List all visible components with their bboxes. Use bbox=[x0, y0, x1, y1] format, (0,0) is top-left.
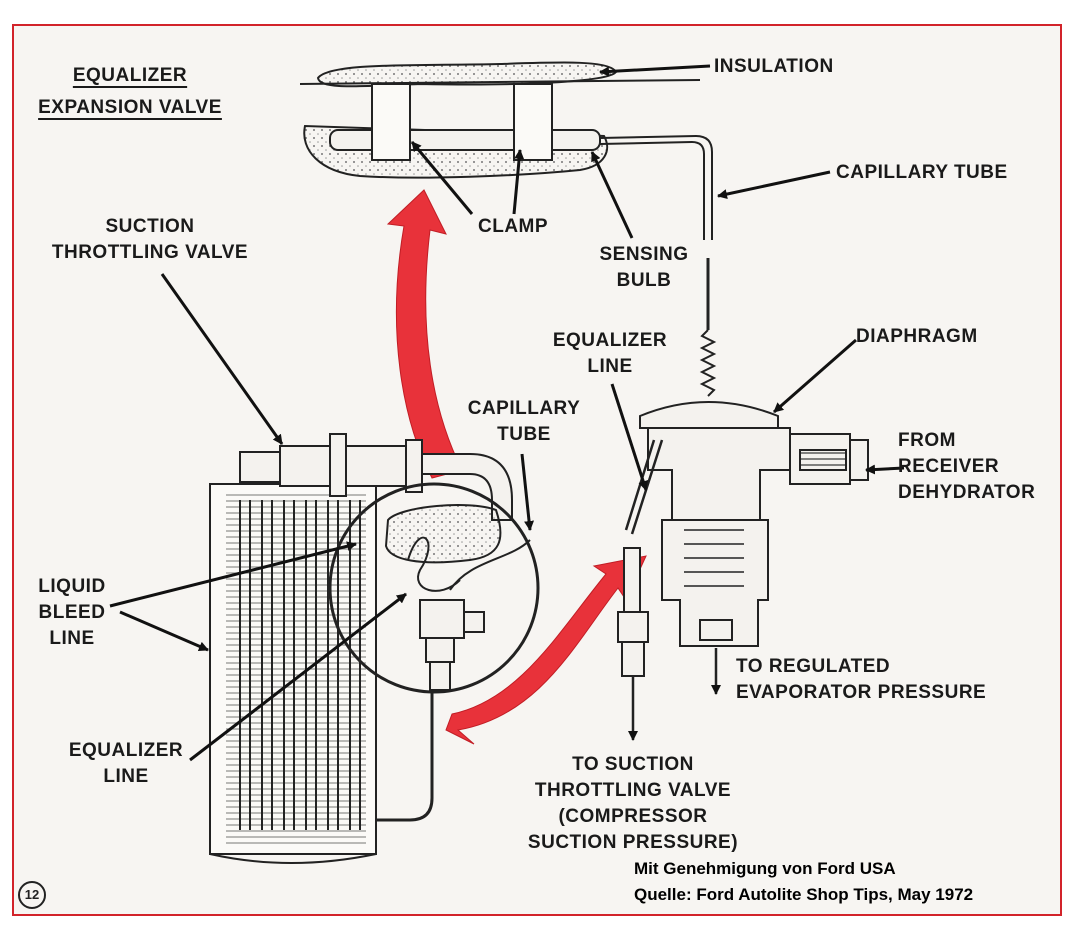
label-suction-throttling-valve: SUCTION THROTTLING VALVE bbox=[30, 214, 270, 266]
arrow-insulation bbox=[599, 64, 711, 77]
capillary-tube-upper bbox=[599, 134, 713, 240]
arrow-equalizer-right bbox=[610, 383, 649, 491]
label-sensing-bulb: SENSING BULB bbox=[594, 242, 694, 294]
bleed-line1: LIQUID bbox=[38, 576, 106, 597]
title-line2: EXPANSION VALVE bbox=[38, 97, 222, 118]
sensing-bulb-line1: SENSING bbox=[599, 244, 689, 265]
label-to-regulated: TO REGULATED EVAPORATOR PRESSURE bbox=[736, 654, 986, 706]
to-suction-line3: (COMPRESSOR bbox=[558, 806, 708, 827]
arrow-capillary-mid bbox=[520, 453, 535, 531]
label-insulation: INSULATION bbox=[714, 56, 834, 77]
diagram-title: EQUALIZER EXPANSION VALVE bbox=[22, 60, 238, 124]
capillary-coil bbox=[699, 329, 717, 397]
clamp-left bbox=[371, 83, 411, 161]
equalizer-right-line1: EQUALIZER bbox=[552, 330, 668, 351]
equalizer-left-line1: EQUALIZER bbox=[68, 740, 184, 761]
label-capillary-tube-mid: CAPILLARY TUBE bbox=[456, 396, 592, 448]
capillary-mid-line2: TUBE bbox=[497, 424, 551, 445]
arrow-clamp-right bbox=[512, 149, 525, 215]
arrow-diaphragm bbox=[773, 338, 857, 414]
receiver-line1: FROM bbox=[898, 430, 956, 451]
clamp-right bbox=[513, 83, 553, 161]
to-suction-line2: THROTTLING VALVE bbox=[534, 780, 732, 801]
label-to-suction: TO SUCTION THROTTLING VALVE (COMPRESSOR … bbox=[508, 752, 758, 856]
suction-valve-line1: SUCTION bbox=[105, 216, 195, 237]
arrow-capillary-top bbox=[717, 170, 831, 200]
bleed-line3: LINE bbox=[49, 628, 95, 649]
suction-throttling-valve bbox=[239, 433, 513, 521]
regulated-line1: TO REGULATED bbox=[736, 656, 891, 677]
receiver-line3: DEHYDRATOR bbox=[898, 482, 1036, 503]
credit-line2: Quelle: Ford Autolite Shop Tips, May 197… bbox=[634, 885, 974, 904]
figure-number: 12 bbox=[18, 881, 46, 909]
label-clamp: CLAMP bbox=[478, 216, 549, 237]
liquid-bleed-line bbox=[376, 690, 434, 822]
to-suction-line4: SUCTION PRESSURE) bbox=[527, 832, 739, 853]
equalizer-left-line2: LINE bbox=[103, 766, 149, 787]
suction-fitting bbox=[617, 547, 649, 677]
label-liquid-bleed-line: LIQUID BLEED LINE bbox=[22, 574, 122, 652]
valve-small bbox=[419, 599, 485, 691]
to-suction-line1: TO SUCTION bbox=[572, 754, 694, 775]
red-flow-arrow-upper bbox=[386, 189, 463, 479]
credit-line1: Mit Genehmigung von Ford USA bbox=[634, 859, 896, 878]
sensing-bulb-line2: BULB bbox=[616, 270, 672, 291]
title-line1: EQUALIZER bbox=[72, 65, 188, 86]
expansion-valve bbox=[639, 401, 869, 695]
label-diaphragm: DIAPHRAGM bbox=[856, 326, 978, 347]
arrow-bleed-2 bbox=[119, 610, 209, 652]
equalizer-right-line2: LINE bbox=[587, 356, 633, 377]
label-equalizer-line-left: EQUALIZER LINE bbox=[58, 738, 194, 790]
regulated-line2: EVAPORATOR PRESSURE bbox=[736, 682, 987, 703]
label-capillary-tube-top: CAPILLARY TUBE bbox=[836, 162, 1008, 183]
arrow-equalizer-left bbox=[189, 592, 407, 762]
label-equalizer-line-right: EQUALIZER LINE bbox=[542, 328, 678, 380]
label-from-receiver: FROM RECEIVER DEHYDRATOR bbox=[898, 428, 1035, 506]
arrow-receiver bbox=[865, 464, 905, 475]
red-flow-arrow-lower bbox=[445, 555, 647, 745]
arrow-sensing-bulb bbox=[590, 151, 634, 239]
bleed-line2: BLEED bbox=[38, 602, 106, 623]
suction-valve-line2: THROTTLING VALVE bbox=[51, 242, 249, 263]
receiver-line2: RECEIVER bbox=[898, 456, 1000, 477]
leader-arrows bbox=[109, 64, 905, 762]
arrow-bleed-1 bbox=[109, 541, 357, 608]
detail-circle bbox=[328, 482, 540, 694]
credit-text: Mit Genehmigung von Ford USA Quelle: For… bbox=[634, 856, 973, 908]
suction-line-assembly bbox=[299, 61, 717, 397]
arrow-suction-valve bbox=[160, 273, 284, 445]
sensing-bulb bbox=[329, 129, 601, 151]
arrow-clamp-left bbox=[410, 141, 474, 215]
capillary-mid-line1: CAPILLARY bbox=[467, 398, 581, 419]
